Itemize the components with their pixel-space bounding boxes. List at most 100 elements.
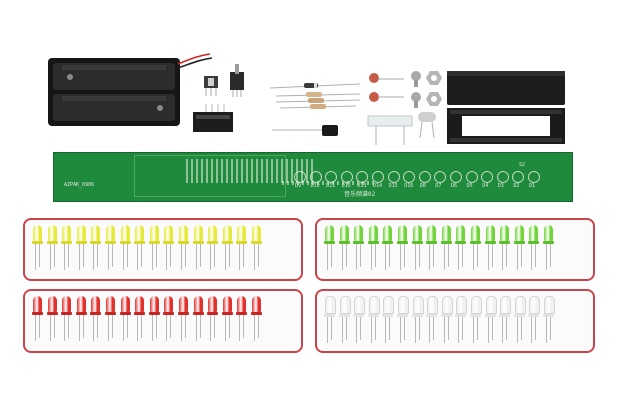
battery-holder-icon [48, 53, 213, 126]
led-red [46, 296, 58, 341]
pcb-led-footprint [496, 171, 509, 183]
pcb-led-footprint [481, 171, 494, 183]
pcb-led-ref: D10 [310, 183, 320, 189]
pcb-led-ref: D3 [497, 183, 504, 189]
power-switch-icon [193, 104, 233, 132]
pcb-led-footprint [294, 171, 306, 183]
led-yellow [178, 225, 189, 270]
led-red [119, 296, 131, 341]
led-yellow [221, 225, 233, 270]
led-white [324, 296, 336, 343]
led-red [163, 296, 175, 341]
led-red [134, 296, 146, 341]
led-green [528, 225, 540, 270]
pcb-led-ref: D13 [357, 183, 367, 189]
led-red [236, 296, 248, 341]
led-white [440, 296, 453, 343]
pcb-switch-ref: S2 [519, 162, 526, 168]
led-green [338, 225, 350, 270]
components-photo [48, 53, 565, 145]
pcb-led-ref: D11 [326, 183, 336, 189]
led-green [382, 225, 394, 270]
slide-switch-icon [230, 64, 244, 97]
led-red [251, 296, 262, 341]
led-red [75, 296, 87, 341]
led-red [148, 296, 160, 341]
led-green [426, 225, 438, 270]
pcb-model-label: AZPAK_0906 [64, 182, 95, 188]
pcb-led-footprint [372, 171, 384, 183]
led-green [455, 225, 467, 270]
pcb-led-ref: D8 [419, 183, 426, 189]
led-green [411, 225, 423, 270]
led-white [411, 296, 424, 343]
pcb-led-ref: D4 [482, 183, 489, 189]
led-yellow [119, 225, 131, 270]
chip-icon [447, 71, 565, 105]
led-white [528, 296, 541, 343]
led-white [499, 296, 512, 343]
pcb-led-ref: D5 [466, 183, 473, 189]
pcb-led-footprint [528, 171, 540, 183]
led-yellow [105, 225, 116, 270]
pcb-led-ref: D14 [373, 183, 383, 189]
led-white [382, 296, 395, 343]
pcb-led-footprint [325, 171, 338, 183]
led-white [455, 296, 468, 343]
led-red [192, 296, 204, 341]
pcb-led-ref: D2 [513, 183, 520, 189]
led-yellow [192, 225, 204, 270]
led-yellow [148, 225, 160, 270]
led-red [32, 296, 43, 341]
led-panel-red [23, 289, 303, 353]
led-green [397, 225, 408, 270]
led-red [90, 296, 102, 341]
led-yellow [207, 225, 219, 270]
led-green [470, 225, 481, 270]
led-green [499, 225, 511, 270]
led-red [221, 296, 233, 341]
pcb-led-footprint [450, 171, 462, 183]
led-white [543, 296, 555, 343]
led-white [513, 296, 526, 343]
led-green [543, 225, 554, 270]
led-white [426, 296, 439, 343]
led-yellow [75, 225, 87, 270]
pcb-led-ref: D1 [529, 183, 536, 189]
pcb-led-ref: D15 [388, 183, 398, 189]
capacitor-icon [272, 73, 404, 136]
led-white [338, 296, 351, 343]
pcb-led-footprint [512, 171, 525, 183]
screws-icon [411, 71, 442, 108]
pcb-led-ref: D16 [404, 183, 414, 189]
led-panel-green [315, 218, 595, 281]
led-white [470, 296, 482, 343]
pcb-led-ref: D7 [435, 183, 442, 189]
led-green [324, 225, 335, 270]
pcb-led-footprint [387, 171, 400, 183]
led-white [353, 296, 366, 343]
pcb-led-footprint [418, 171, 431, 183]
led-white [484, 296, 497, 343]
led-yellow [163, 225, 175, 270]
led-white [367, 296, 380, 343]
pcb-led-footprint [309, 171, 322, 183]
pcb-led-footprint [340, 171, 353, 183]
pcb-led-ref: D12 [341, 183, 351, 189]
pcb-led-ref: D9 [295, 183, 302, 189]
led-red [61, 296, 73, 341]
diode-icon [269, 83, 361, 89]
led-yellow [236, 225, 248, 270]
led-yellow [251, 225, 262, 270]
led-green [367, 225, 379, 270]
led-panel-white [315, 289, 595, 353]
led-white [397, 296, 409, 343]
led-green [513, 225, 525, 270]
ic-socket-icon [447, 108, 565, 144]
led-yellow [90, 225, 102, 270]
led-yellow [134, 225, 146, 270]
led-red [178, 296, 189, 341]
led-green [484, 225, 496, 270]
led-red [105, 296, 116, 341]
